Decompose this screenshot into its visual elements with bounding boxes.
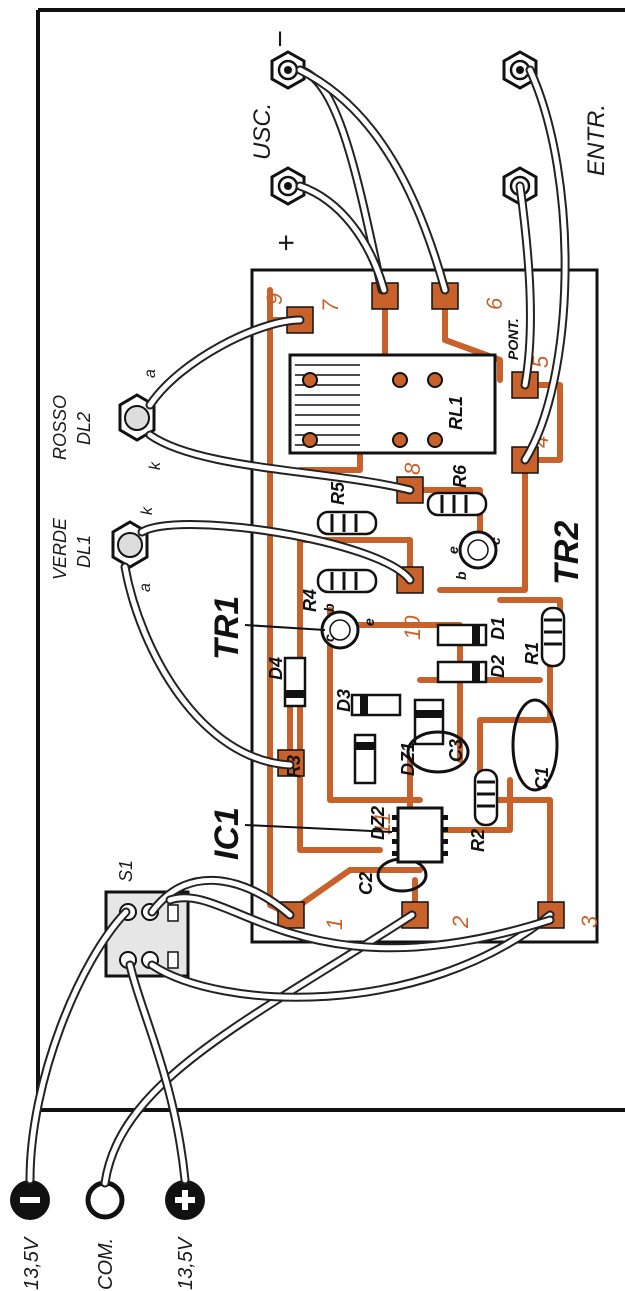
label-dz2: DZ2 xyxy=(368,806,388,840)
resistors xyxy=(316,491,566,827)
pad-10-label: 10 xyxy=(400,615,425,640)
ic1-chip xyxy=(392,806,448,864)
input-top-terminal xyxy=(502,50,538,90)
label-c2: C2 xyxy=(356,872,376,895)
label-r1: R1 xyxy=(522,642,542,665)
output-connectors: USC. − + xyxy=(249,30,306,252)
diode-d1 xyxy=(436,623,488,647)
led-dl2-name: DL2 xyxy=(74,412,94,445)
resistor-r6 xyxy=(426,491,488,517)
output-minus-terminal xyxy=(270,50,306,90)
power-terminals: 13,5V COM. 13,5V xyxy=(10,1180,205,1290)
pad-7-label: 7 xyxy=(318,299,343,312)
led-dl1-cathode: k xyxy=(139,506,156,515)
label-ic1: IC1 xyxy=(208,807,246,860)
label-tr2-e: e xyxy=(445,546,461,554)
pad-1-label: 1 xyxy=(322,918,347,930)
output-plus-sign: + xyxy=(270,234,303,252)
relay-rl1: RL1 xyxy=(288,353,497,455)
pad-9-label: 9 xyxy=(262,293,287,305)
capacitor-c3 xyxy=(406,730,470,774)
label-c3: C3 xyxy=(446,739,466,762)
label-tr2: TR2 xyxy=(548,521,586,585)
negative-terminal-label: 13,5V xyxy=(21,1236,43,1290)
output-minus-sign: − xyxy=(264,30,297,48)
label-d1: D1 xyxy=(488,617,508,640)
relay-label: RL1 xyxy=(446,396,466,430)
led-dl1-color: VERDE xyxy=(50,517,70,580)
switch-label: S1 xyxy=(116,860,136,882)
pad-numbers: 1 2 3 4 5 6 7 8 9 10 11 xyxy=(262,293,602,930)
input-label: ENTR. xyxy=(583,104,610,176)
diode-d2 xyxy=(436,660,488,684)
label-tr1-e: e xyxy=(361,618,377,626)
pad-8-label: 8 xyxy=(400,462,425,475)
zener-dz2 xyxy=(353,733,377,785)
positive-terminal xyxy=(165,1180,205,1220)
pad-5-label: 5 xyxy=(528,355,553,368)
wires xyxy=(25,65,570,1188)
negative-terminal xyxy=(10,1180,50,1220)
resistor-r5 xyxy=(316,510,378,536)
positive-terminal-label: 13,5V xyxy=(175,1236,197,1290)
label-c1: C1 xyxy=(532,767,552,790)
output-plus-terminal xyxy=(270,166,306,206)
label-tr1: TR1 xyxy=(208,596,246,660)
capacitors xyxy=(376,698,559,893)
label-dz1: DZ1 xyxy=(398,742,418,776)
label-pont: PONT. xyxy=(505,318,521,360)
label-tr2-c: c xyxy=(487,537,503,545)
led-dl2: ROSSO DL2 a k xyxy=(50,369,164,470)
capacitor-c1 xyxy=(511,698,559,792)
label-tr1-c: c xyxy=(321,634,337,642)
led-dl1: VERDE DL1 k a xyxy=(50,506,156,592)
label-r2: R2 xyxy=(468,829,488,852)
diode-d4 xyxy=(283,656,307,708)
led-dl1-anode: a xyxy=(137,583,154,592)
led-dl2-anode: a xyxy=(142,369,159,378)
resistor-r4 xyxy=(316,568,378,594)
led-dl1-name: DL1 xyxy=(74,535,94,568)
led-dl2-cathode: k xyxy=(147,461,164,470)
resistor-r1 xyxy=(540,606,566,668)
component-labels: R1 R2 R3 R4 R5 R6 D1 D2 D3 D4 DZ1 DZ2 C1… xyxy=(266,464,552,895)
led-dl2-color: ROSSO xyxy=(50,395,70,460)
label-r6: R6 xyxy=(450,464,470,488)
diodes xyxy=(283,623,488,785)
label-d4: D4 xyxy=(266,657,286,680)
pad-2-label: 2 xyxy=(448,916,473,929)
pad-6-label: 6 xyxy=(482,297,507,310)
transistor-tr2 xyxy=(458,530,498,570)
resistor-r2 xyxy=(473,768,499,827)
label-r5: R5 xyxy=(328,481,348,505)
common-terminal-label: COM. xyxy=(95,1238,117,1290)
pad-3-label: 3 xyxy=(577,915,602,928)
pad-11-label: 11 xyxy=(370,812,395,835)
output-label: USC. xyxy=(249,103,276,160)
label-tr1-b: b xyxy=(321,603,337,612)
label-d2: D2 xyxy=(488,655,508,678)
diode-d3 xyxy=(350,693,402,717)
common-terminal xyxy=(85,1180,125,1220)
label-d3: D3 xyxy=(334,689,354,712)
label-tr2-b: b xyxy=(453,571,469,580)
label-r4: R4 xyxy=(300,589,320,612)
